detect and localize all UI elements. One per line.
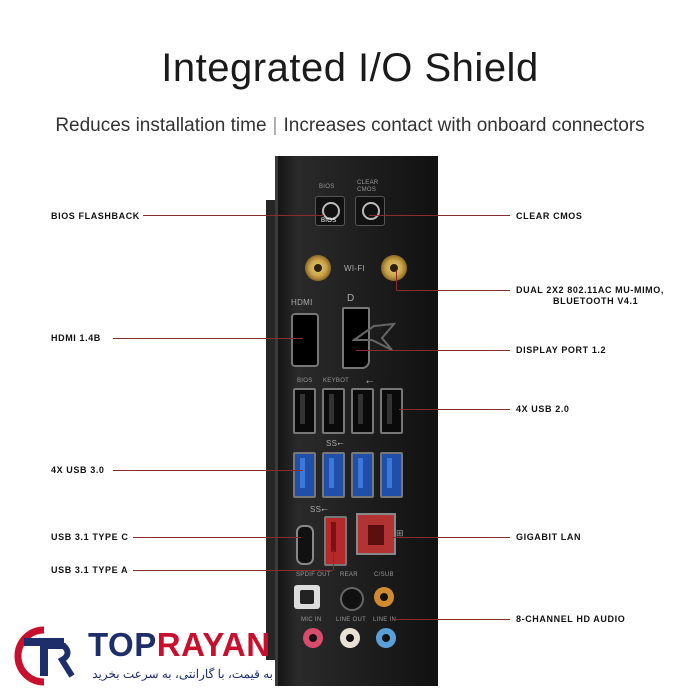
port-tongue	[387, 458, 392, 488]
displayport-icon: D	[347, 293, 355, 304]
port-tongue	[329, 458, 334, 488]
usb3-port-4[interactable]	[380, 452, 403, 498]
wifi-antenna-connector-left[interactable]	[305, 255, 331, 281]
callout-wifi-line2: BLUETOOTH V4.1	[553, 296, 639, 306]
subtitle-separator: |	[272, 115, 278, 136]
wifi-antenna-connector-right[interactable]	[381, 255, 407, 281]
io-shield-tab	[266, 200, 276, 660]
superspeed-10-icon: SS⭠	[310, 505, 328, 514]
jack-hole	[382, 634, 390, 642]
callout-line	[113, 338, 303, 339]
jack-hole	[348, 595, 356, 603]
bios-usb-label: BIOS	[297, 378, 313, 384]
lineout-label: LINE OUT	[336, 617, 367, 623]
port-tongue	[300, 458, 305, 488]
brand-name-top: TOP	[88, 626, 157, 663]
power-ring-icon	[362, 202, 380, 220]
usb2-port-3[interactable]	[351, 388, 374, 434]
callout-usb3: 4X USB 3.0	[51, 465, 105, 475]
csub-label: C/SUB	[374, 572, 394, 578]
linein-label: LINE IN	[373, 617, 397, 623]
mic-in-jack[interactable]	[303, 628, 323, 648]
button-ring-icon	[322, 202, 340, 220]
optical-opening	[300, 590, 314, 604]
usb31-type-a-port[interactable]	[324, 516, 347, 566]
usb-icon: ⭠	[366, 376, 374, 386]
page-subtitle: Reduces installation time|Increases cont…	[0, 115, 700, 137]
callout-displayport: DISPLAY PORT 1.2	[516, 345, 607, 355]
callout-line	[356, 350, 510, 351]
callout-usb31-type-a: USB 3.1 TYPE A	[51, 565, 129, 575]
brand-name-rayan: RAYAN	[156, 626, 271, 663]
spdif-optical-port[interactable]	[294, 585, 320, 609]
callout-line	[392, 619, 510, 620]
lan-slot	[368, 525, 384, 545]
port-tongue	[387, 394, 392, 424]
subtitle-right: Increases contact with onboard connector…	[283, 115, 645, 136]
callout-line	[133, 570, 333, 571]
usb2-port-4[interactable]	[380, 388, 403, 434]
gigabit-lan-port[interactable]	[356, 513, 396, 555]
usb3-port-3[interactable]	[351, 452, 374, 498]
jack-hole	[309, 634, 317, 642]
callout-wifi: DUAL 2X2 802.11AC MU-MIMO,BLUETOOTH V4.1	[516, 285, 664, 307]
micin-label: MIC IN	[301, 617, 322, 623]
usb31-type-c-port[interactable]	[296, 525, 314, 565]
port-tongue	[300, 394, 305, 424]
callout-line	[333, 550, 334, 570]
callout-bios-flashback: BIOS FLASHBACK	[51, 211, 140, 221]
port-tongue	[358, 458, 363, 488]
rear-label: REAR	[340, 572, 358, 578]
subtitle-left: Reduces installation time	[55, 115, 267, 136]
callout-line	[399, 409, 510, 410]
callout-wifi-line1: DUAL 2X2 802.11AC MU-MIMO,	[516, 285, 664, 295]
brand-name: TOPRAYAN	[88, 626, 271, 664]
superspeed-icon: SS⭠	[326, 439, 344, 448]
network-icon: ⊞	[396, 528, 404, 538]
callout-line	[396, 290, 510, 291]
clear-cmos-button[interactable]	[355, 196, 385, 226]
callout-line	[392, 537, 510, 538]
hdmi-port[interactable]	[291, 313, 319, 367]
usb3-port-1[interactable]	[293, 452, 316, 498]
callout-clear-cmos: CLEAR CMOS	[516, 211, 583, 221]
line-out-jack[interactable]	[340, 628, 360, 648]
callout-line	[133, 537, 301, 538]
csub-audio-jack[interactable]	[374, 587, 394, 607]
bios-flashback-button[interactable]: BIOS	[315, 196, 345, 226]
callout-line	[396, 270, 397, 290]
callout-line	[143, 215, 324, 216]
brand-tagline: به قیمت، با گارانتی، به سرعت بخرید	[92, 667, 273, 681]
usb2-port-1[interactable]	[293, 388, 316, 434]
callout-hdmi: HDMI 1.4B	[51, 333, 101, 343]
spdif-label: SPDIF OUT	[296, 572, 331, 578]
port-tongue	[358, 394, 363, 424]
page-title: Integrated I/O Shield	[161, 46, 539, 90]
callout-gigabit-lan: GIGABIT LAN	[516, 532, 582, 542]
rog-logo-icon	[352, 322, 396, 351]
port-tongue	[331, 522, 336, 552]
clear-cmos-panel-label: CLEAR CMOS	[357, 180, 379, 193]
port-tongue	[329, 394, 334, 424]
hdmi-panel-label: HDMI	[291, 298, 313, 307]
jack-hole	[380, 593, 388, 601]
callout-line	[113, 470, 303, 471]
line-in-jack[interactable]	[376, 628, 396, 648]
wifi-panel-label: WI-FI	[344, 264, 366, 273]
connector-hole	[390, 264, 398, 272]
callout-usb2: 4X USB 2.0	[516, 404, 570, 414]
usb3-port-2[interactable]	[322, 452, 345, 498]
toprayan-logo-icon	[14, 626, 75, 686]
bios-box-label: BIOS	[319, 184, 335, 190]
bios-button-label: BIOS	[321, 218, 337, 224]
usb2-port-2[interactable]	[322, 388, 345, 434]
callout-hd-audio: 8-CHANNEL HD AUDIO	[516, 614, 626, 624]
keybot-label: KEYBOT	[323, 378, 350, 384]
rear-audio-jack[interactable]	[340, 587, 364, 611]
callout-usb31-type-c: USB 3.1 TYPE C	[51, 532, 129, 542]
callout-line	[369, 215, 510, 216]
connector-hole	[314, 264, 322, 272]
jack-hole	[346, 634, 354, 642]
